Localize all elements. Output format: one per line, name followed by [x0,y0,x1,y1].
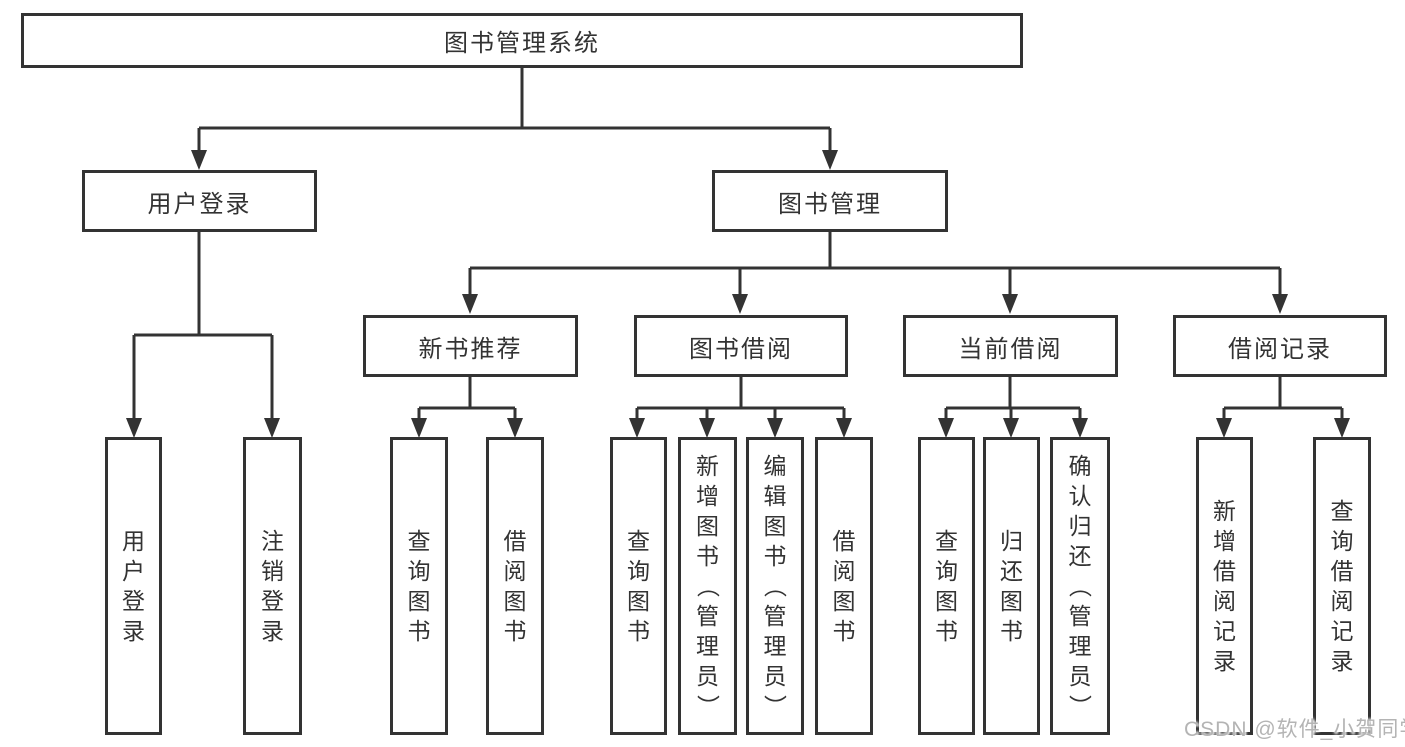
node-new-book-recommend: 新书推荐 [363,315,578,377]
node-root: 图书管理系统 [21,13,1023,68]
leaf-user-login-label: 用户登录 [122,528,145,644]
leaf-query-books-borrow: 查询图书 [610,437,667,735]
csdn-watermark: CSDN @软件_小贺同学 [1184,718,1405,741]
node-user-login-label: 用户登录 [147,190,252,218]
leaf-borrow-books-borrow-label: 借阅图书 [832,528,856,644]
leaf-confirm-return-admin-label: 确认归还（管理员） [1067,453,1093,718]
leaf-confirm-return-admin: 确认归还（管理员） [1050,437,1110,735]
leaf-edit-book-admin: 编辑图书（管理员） [746,437,804,735]
leaf-return-book-label: 归还图书 [1000,528,1023,644]
leaf-logout-label: 注销登录 [261,528,284,644]
node-user-login: 用户登录 [82,170,317,232]
leaf-query-books-recommend-label: 查询图书 [407,528,431,644]
leaf-return-book: 归还图书 [983,437,1040,735]
leaf-borrow-books-recommend: 借阅图书 [486,437,544,735]
node-borrow-records: 借阅记录 [1173,315,1387,377]
leaf-user-login: 用户登录 [105,437,162,735]
leaf-query-books-current-label: 查询图书 [935,528,958,644]
leaf-add-borrow-record-label: 新增借阅记录 [1213,498,1236,674]
leaf-borrow-books-recommend-label: 借阅图书 [503,528,527,644]
leaf-query-books-recommend: 查询图书 [390,437,448,735]
node-book-management: 图书管理 [712,170,948,232]
node-new-book-recommend-label: 新书推荐 [418,335,523,363]
node-root-label: 图书管理系统 [444,30,600,57]
leaf-add-book-admin: 新增图书（管理员） [678,437,737,735]
node-current-borrow: 当前借阅 [903,315,1118,377]
node-book-management-label: 图书管理 [778,190,882,218]
leaf-add-book-admin-label: 新增图书（管理员） [694,453,721,718]
node-book-borrow-label: 图书借阅 [689,335,793,363]
node-current-borrow-label: 当前借阅 [958,335,1063,363]
node-book-borrow: 图书借阅 [634,315,848,377]
leaf-query-books-borrow-label: 查询图书 [627,528,650,644]
leaf-borrow-books-borrow: 借阅图书 [815,437,873,735]
leaf-logout: 注销登录 [243,437,302,735]
leaf-query-borrow-record-label: 查询借阅记录 [1330,498,1354,674]
node-borrow-records-label: 借阅记录 [1228,335,1332,363]
leaf-add-borrow-record: 新增借阅记录 [1196,437,1253,735]
leaf-edit-book-admin-label: 编辑图书（管理员） [762,453,788,718]
arrowheads [126,150,1350,438]
leaf-query-books-current: 查询图书 [918,437,975,735]
leaf-query-borrow-record: 查询借阅记录 [1313,437,1371,735]
